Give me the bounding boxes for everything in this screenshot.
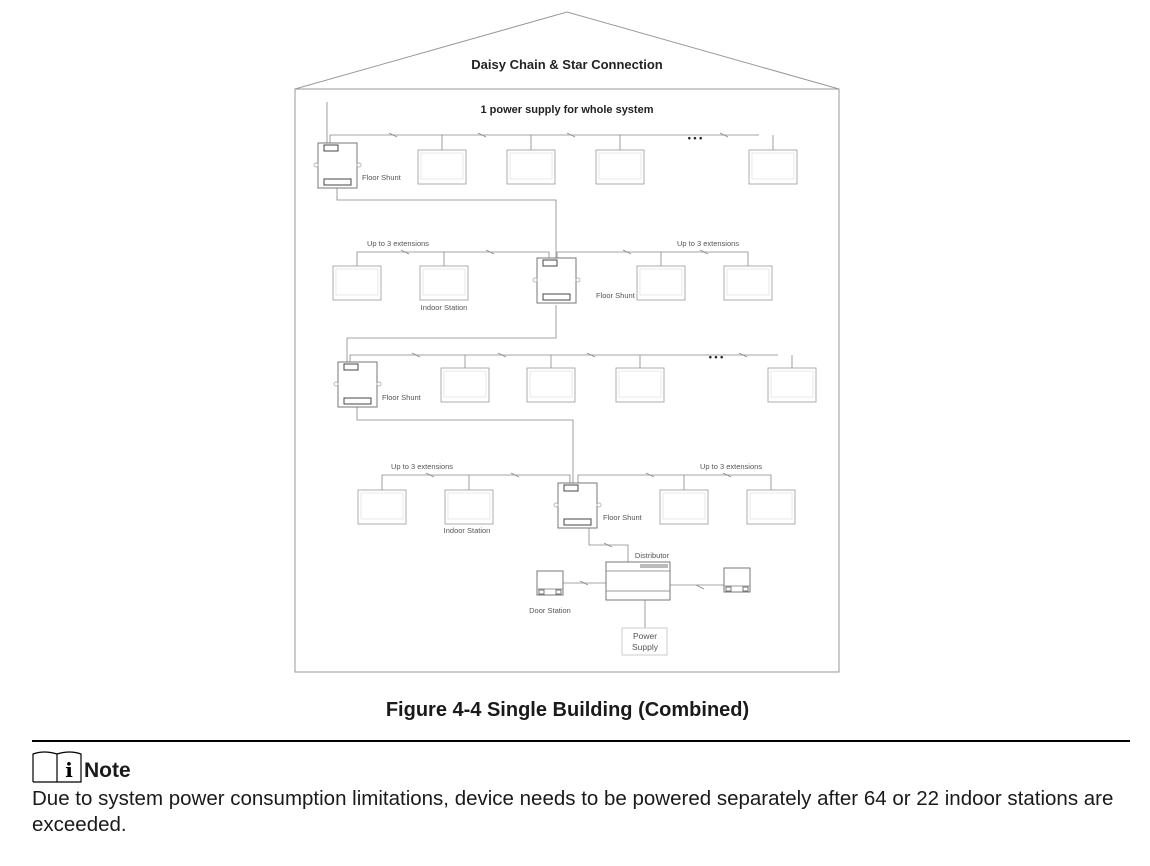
wire-break-mark [622, 249, 632, 255]
indoor-station [332, 265, 382, 301]
wire-break-mark [579, 580, 589, 586]
wire-break-mark [695, 584, 705, 590]
ellipsis-row-3: • • • [709, 352, 723, 362]
wire [346, 305, 557, 362]
indoor-station [419, 265, 469, 301]
extensions-label: Up to 3 extensions [367, 239, 429, 248]
wire [556, 251, 749, 266]
door-station [723, 567, 751, 593]
indoor-station [748, 149, 798, 185]
indoor-station [595, 149, 645, 185]
info-book-icon: i [32, 751, 82, 783]
indoor-station-label: Indoor Station [444, 526, 491, 535]
door-station [536, 570, 564, 596]
indoor-station [723, 265, 773, 301]
indoor-station-label: Indoor Station [421, 303, 468, 312]
power-supply [621, 627, 668, 656]
wire-break-mark [645, 472, 655, 478]
indoor-station [526, 367, 576, 403]
diagram-subtitle: 1 power supply for whole system [481, 104, 654, 116]
wire [577, 474, 772, 490]
wire-break-mark [477, 132, 487, 138]
extensions-label: Up to 3 extensions [391, 462, 453, 471]
wire-break-mark [722, 472, 732, 478]
house-frame [294, 11, 840, 673]
extensions-label: Up to 3 extensions [700, 462, 762, 471]
wire [381, 474, 571, 490]
indoor-station [767, 367, 817, 403]
figure-caption: Figure 4-4 Single Building (Combined) [385, 699, 750, 721]
indoor-station [417, 149, 467, 185]
distributor [605, 561, 671, 601]
wire [336, 188, 557, 258]
wire-break-mark [586, 352, 596, 358]
wiring-diagram: Daisy Chain & Star Connection 1 power su… [294, 11, 840, 673]
wire-break-mark [485, 249, 495, 255]
indoor-station [357, 489, 407, 525]
indoor-station [746, 489, 796, 525]
indoor-station [615, 367, 665, 403]
floor-shunt-label: Floor Shunt [596, 291, 636, 300]
divider [32, 740, 1130, 742]
diagram-title: Daisy Chain & Star Connection [471, 57, 662, 72]
wire-break-mark [566, 132, 576, 138]
svg-text:i: i [65, 758, 73, 782]
floor-shunt [553, 482, 602, 529]
note-header: i Note [32, 747, 131, 783]
wire [329, 134, 759, 143]
wire-break-mark [738, 352, 748, 358]
indoor-station [659, 489, 709, 525]
floor-shunt [333, 361, 382, 408]
wire-break-mark [425, 472, 435, 478]
wire-break-mark [719, 132, 729, 138]
indoor-station [440, 367, 490, 403]
wire [356, 251, 550, 266]
extensions-label: Up to 3 extensions [677, 239, 739, 248]
wire-break-mark [510, 472, 520, 478]
note-text: Due to system power consumption limitati… [32, 787, 1114, 836]
wire-break-mark [603, 542, 613, 548]
indoor-station [636, 265, 686, 301]
indoor-station [506, 149, 556, 185]
ellipsis-row-1: • • • [688, 133, 702, 143]
floor-shunt-label: Floor Shunt [382, 393, 422, 402]
wire-break-mark [400, 249, 410, 255]
note-title: Note [84, 759, 131, 782]
indoor-station [444, 489, 494, 525]
power-supply-label: Supply [632, 642, 659, 652]
door-station-label: Door Station [529, 606, 571, 615]
floor-shunt-label: Floor Shunt [603, 513, 643, 522]
wire [349, 354, 778, 362]
distributor-label: Distributor [635, 551, 670, 560]
wire-break-mark [699, 249, 709, 255]
wire [356, 407, 574, 483]
floor-shunt-label: Floor Shunt [362, 173, 402, 182]
wire-break-mark [497, 352, 507, 358]
wire-break-mark [388, 132, 398, 138]
power-supply-label: Power [633, 631, 657, 641]
wire-break-mark [411, 352, 421, 358]
floor-shunt [313, 142, 362, 189]
floor-shunt [532, 257, 581, 304]
